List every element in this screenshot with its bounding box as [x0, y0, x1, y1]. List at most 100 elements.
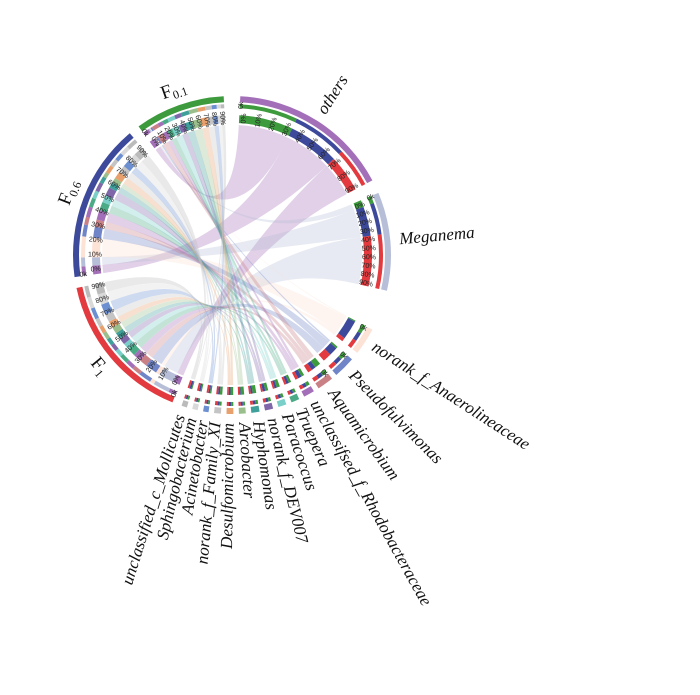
composition-Acinetobacter-F0.6 — [206, 399, 209, 405]
tick-label-F0.1-9: 80% — [210, 112, 219, 127]
composition-F0.1-Sphingobacterium — [216, 104, 222, 109]
ribbon-F0.1-Paracoccus — [176, 134, 277, 379]
inner-arc-unclassified_f_Rhodobacteraceae-F1 — [291, 371, 299, 380]
ribbon-F1-Meganema — [164, 237, 362, 373]
inner-arc-F0.6-unclassified_f_Rhodobacteraceae — [96, 210, 107, 222]
ribbon-F1-Sphingobacterium — [107, 283, 208, 382]
composition-F0.6-Arcobacter — [103, 171, 110, 179]
inner-arc-F0.1-Aquamicrobium — [157, 133, 167, 144]
inner-arc-F0.6-unclassified_c_Mollicutes — [134, 147, 148, 161]
inner-arc-others-F0.6 — [288, 128, 334, 165]
composition-F0.1-Truepera — [161, 118, 169, 125]
composition-F1-Meganema — [153, 380, 171, 393]
inner-arc-F0.6-Desulfomicrobium — [115, 171, 126, 183]
composition-Aquamicrobium-F1 — [312, 375, 319, 382]
inner-arc-Arcobacter-F1 — [237, 386, 240, 395]
inner-arc-unclassified_c_Mollicutes-F0.6 — [189, 380, 194, 389]
composition-F0.6-Sphingobacterium — [120, 146, 130, 156]
ribbon-F0.1-unclassified_f_Rhodobacteraceae — [167, 139, 299, 368]
inner-arc-F0.6-Meganema — [92, 257, 101, 266]
composition-F0.6-Truepera — [88, 197, 96, 208]
inner-arc-Arcobacter-F0.6 — [239, 386, 241, 395]
composition-Meganema-F0.6 — [370, 203, 382, 235]
inner-arc-unclassified_c_Mollicutes-F0.1 — [191, 381, 195, 390]
inner-arc-F1-Acinetobacter — [101, 301, 113, 315]
taxon-label-Desulfomicrobium: Desulfomicrobium — [217, 423, 238, 550]
inner-arc-Meganema-F0.1 — [353, 200, 364, 210]
inner-arc-F0.6-norank_f_Family_XI — [119, 166, 131, 177]
inner-arc-F1-unclassified_f_Rhodobacteraceae — [133, 349, 146, 361]
tick-label-Aquamicrobium: 0k — [319, 368, 329, 379]
tick-label-F0.1-6: 50% — [185, 117, 196, 132]
tick-label-others-0: 0k — [238, 101, 245, 109]
composition-F1-norank_f_Anaerolineaceae — [149, 378, 156, 385]
inner-arc-F0.1-Desulfomicrobium — [199, 117, 209, 127]
composition-norank_f_DEV007-F1 — [262, 398, 266, 403]
composition-F0.1-Acinetobacter — [211, 104, 217, 110]
ribbon-F1-others — [177, 165, 347, 376]
ribbon-F0.6-norank_f_Anaerolineaceae — [102, 238, 347, 333]
outer-arc-Paracoccus — [276, 398, 287, 408]
inner-arc-Pseudofulvimonas-F0.6 — [324, 342, 337, 355]
inner-arc-norank_f_DEV007-F0.1 — [263, 382, 269, 391]
inner-arc-Aquamicrobium-F1 — [303, 363, 312, 373]
composition-F0.6-Aquamicrobium — [84, 216, 90, 226]
composition-F0.1-Aquamicrobium — [151, 123, 160, 131]
composition-Hyphomonas-F0.1 — [254, 399, 259, 405]
composition-Hyphomonas-F0.6 — [252, 400, 256, 405]
inner-arc-F1-Aquamicrobium — [139, 354, 152, 366]
inner-arc-norank_f_Family_XI-F0.1 — [219, 386, 223, 395]
ribbon-F0.1-others — [155, 125, 288, 200]
inner-arc-Truepera-F0.1 — [285, 374, 292, 383]
tick-label-F0.6-4: 30% — [90, 221, 105, 231]
inner-arc-F1-norank_f_DEV007 — [119, 333, 131, 345]
tick-label-Meganema-1: 0% — [354, 201, 366, 211]
group-label-sub-F0.1: 0.1 — [171, 84, 190, 102]
composition-F0.1-unclassified_c_Mollicutes — [220, 104, 225, 109]
outer-arc-norank_f_Anaerolineaceae — [352, 326, 373, 353]
composition-Meganema-F0.1 — [367, 195, 374, 205]
ribbon-F0.1-norank_f_DEV007 — [182, 132, 266, 382]
inner-arc-F1-others — [173, 374, 183, 385]
tick-label-Meganema-0: 0k — [366, 193, 376, 202]
composition-F0.6-others — [81, 266, 87, 277]
inner-arc-norank_f_Family_XI-F1 — [216, 386, 219, 395]
inner-arc-F0.1-others — [149, 138, 160, 149]
composition-others-F0.1 — [239, 104, 297, 123]
inner-arc-Hyphomonas-F0.1 — [251, 384, 257, 394]
composition-norank_f_DEV007-F0.6 — [265, 397, 269, 403]
composition-norank_f_Family_XI-F1 — [214, 401, 218, 406]
ribbon-F1-unclassified_c_Mollicutes — [104, 277, 202, 379]
inner-arc-F0.6-Arcobacter — [112, 178, 122, 187]
composition-F0.1-Paracoccus — [167, 115, 176, 123]
tick-label-others-3: 20% — [268, 117, 279, 132]
inner-arc-F0.1-norank_f_Anaerolineaceae — [155, 137, 161, 145]
composition-F0.1-norank_f_Anaerolineaceae — [149, 127, 153, 132]
composition-F1-unclassified_c_Mollicutes — [84, 285, 91, 298]
tick-label-F1-9: 80% — [95, 294, 111, 305]
composition-F0.6-unclassified_f_Rhodobacteraceae — [85, 206, 93, 218]
outer-arc-Truepera — [289, 393, 300, 403]
composition-unclassified_c_Mollicutes-F0.1 — [187, 395, 191, 400]
inner-arc-Pseudofulvimonas-F1 — [318, 348, 331, 361]
inner-arc-F1-Paracoccus — [123, 338, 135, 350]
composition-unclassified_f_Rhodobacteraceae-F1 — [298, 384, 304, 390]
composition-Meganema-F1 — [375, 234, 383, 289]
tick-label-F1-0: 0k — [170, 389, 179, 399]
composition-Acinetobacter-F0.1 — [207, 400, 211, 405]
composition-F0.6-Desulfomicrobium — [105, 165, 114, 175]
composition-Arcobacter-F1 — [238, 401, 241, 406]
tick-label-F0.6-1: 0% — [90, 266, 101, 274]
inner-arc-F0.1-norank_f_DEV007 — [178, 123, 187, 134]
inner-arc-others-F1 — [328, 158, 356, 194]
group-label-sub-F0.6: 0.6 — [66, 180, 84, 199]
inner-arc-Paracoccus-F0.1 — [274, 379, 280, 388]
composition-F1-Arcobacter — [102, 331, 111, 340]
composition-Arcobacter-F0.1 — [242, 401, 246, 406]
inner-arc-F1-norank_f_Family_XI — [105, 311, 116, 322]
inner-arc-Meganema-F0.6 — [355, 206, 371, 237]
inner-arc-norank_f_Anaerolineaceae-F0.6 — [338, 317, 356, 339]
composition-F1-unclassified_f_Rhodobacteraceae — [126, 359, 136, 369]
composition-F0.6-norank_f_Anaerolineaceae — [81, 236, 87, 258]
inner-arc-Sphingobacterium-F0.1 — [200, 383, 204, 392]
